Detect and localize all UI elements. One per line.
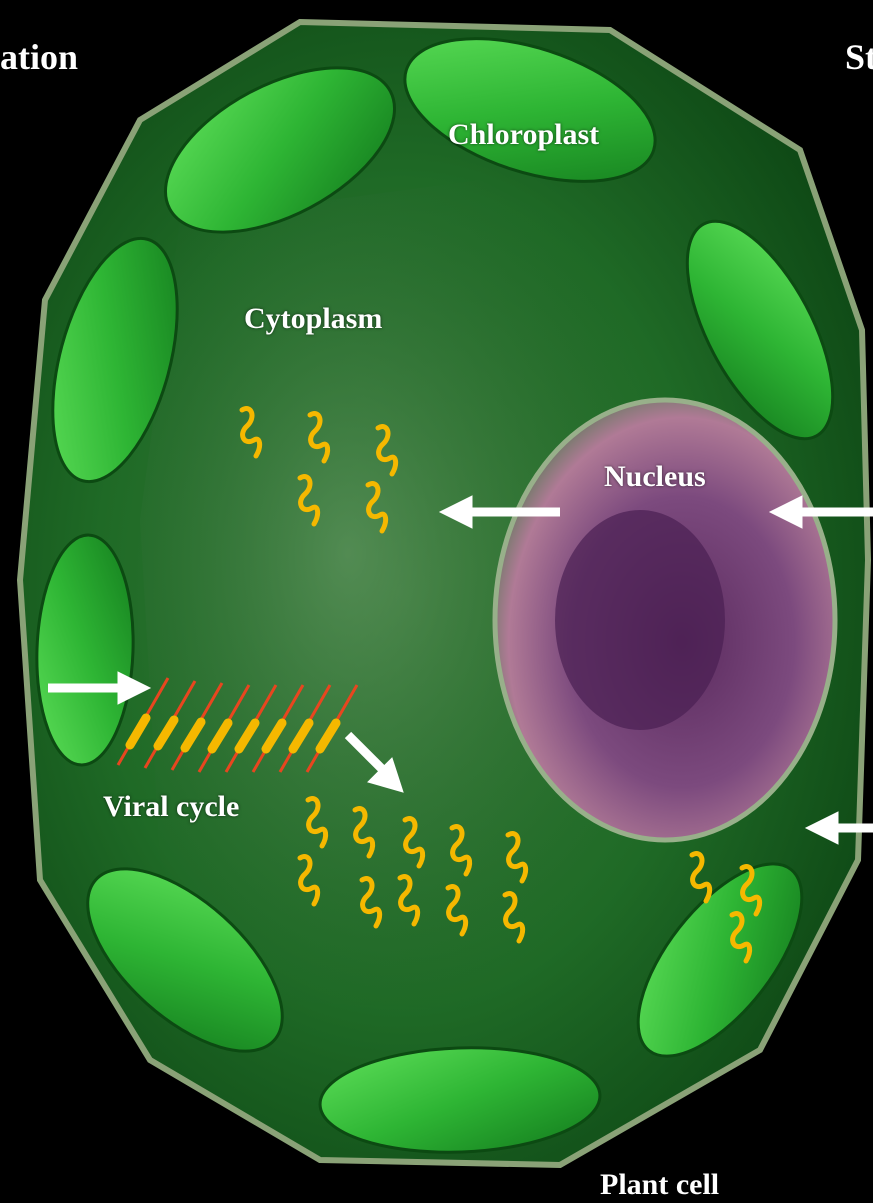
right-title-fragment: St (845, 36, 873, 78)
left-title-fragment: ation (0, 36, 78, 78)
chloroplast-label: Chloroplast (448, 118, 599, 152)
cytoplasm-label: Cytoplasm (244, 302, 382, 336)
viral-cycle-label: Viral cycle (103, 790, 239, 824)
nucleolus (555, 510, 725, 730)
nucleus-label: Nucleus (604, 460, 706, 494)
plant-cell-label: Plant cell (600, 1168, 719, 1202)
